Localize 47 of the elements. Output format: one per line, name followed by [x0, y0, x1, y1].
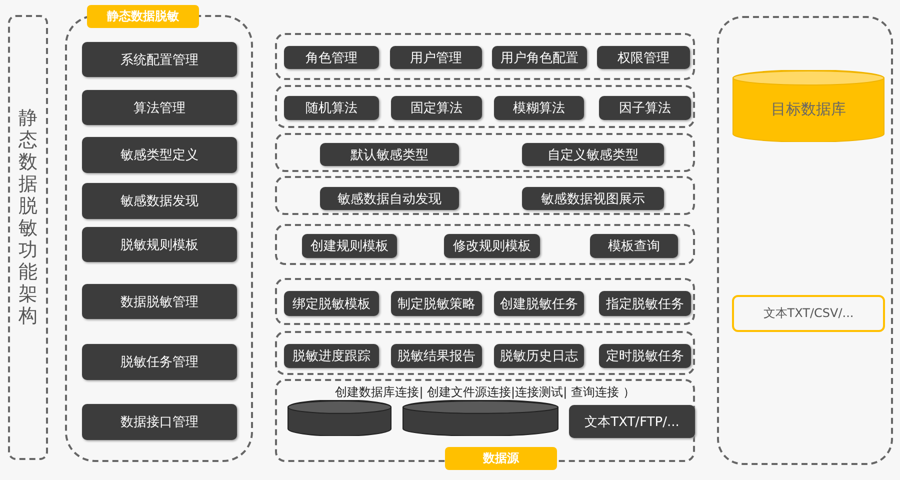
module-box: 脱敏进度跟踪 — [284, 344, 379, 368]
module-box: 敏感类型定义 — [82, 137, 237, 173]
module-box: 脱敏任务管理 — [82, 344, 237, 380]
module-box: 绑定脱敏模板 — [284, 291, 379, 316]
module-box: 脱敏历史日志 — [494, 344, 584, 368]
vertical-title: 静态数据脱敏功能架构 — [18, 107, 38, 327]
dashed-panel — [275, 278, 695, 325]
module-box: 敏感数据自动发现 — [320, 187, 459, 210]
dashed-panel — [275, 176, 695, 215]
module-box: 用户角色配置 — [492, 46, 587, 69]
dashed-panel — [275, 331, 695, 375]
module-box: 固定算法 — [391, 96, 482, 120]
module-box: 制定脱敏策略 — [391, 291, 482, 316]
module-box: 指定脱敏任务 — [599, 291, 691, 316]
module-box: 脱敏结果报告 — [391, 344, 482, 368]
module-box: 随机算法 — [284, 96, 379, 120]
module-box: 修改规则模板 — [444, 234, 540, 258]
module-box: 默认敏感类型 — [320, 143, 459, 166]
section-tag: 静态数据脱敏 — [87, 5, 199, 28]
module-box: 文本TXT/FTP/... — [569, 405, 695, 438]
module-box: 角色管理 — [284, 46, 379, 69]
module-box: 权限管理 — [597, 46, 690, 69]
module-box: 定时脱敏任务 — [599, 344, 691, 368]
module-box: 数据脱敏管理 — [82, 284, 237, 319]
module-box: 自定义敏感类型 — [522, 143, 664, 166]
dashed-panel — [275, 133, 695, 172]
dashed-panel — [275, 85, 695, 128]
dashed-panel — [275, 224, 695, 265]
side-panel — [8, 15, 48, 460]
section-tag: 数据源 — [445, 447, 557, 470]
cylinder-label: 目标数据库 — [770, 100, 847, 119]
module-box: 因子算法 — [599, 96, 691, 120]
module-box: 创建脱敏任务 — [494, 291, 584, 316]
module-box: 模板查询 — [590, 234, 678, 258]
module-box: 模糊算法 — [494, 96, 584, 120]
module-box: 算法管理 — [82, 90, 237, 125]
module-box: 数据接口管理 — [82, 404, 237, 440]
panel-heading: 创建数据库连接| 创建文件源连接|连接测试| 查询连接 ） — [334, 384, 636, 401]
dashed-panel — [275, 33, 695, 80]
module-box: 脱敏规则模板 — [82, 227, 237, 262]
module-box: 用户管理 — [390, 46, 482, 69]
target-box: 文本TXT/CSV/... — [732, 295, 885, 332]
module-box: 创建规则模板 — [302, 234, 397, 258]
module-box: 敏感数据视图展示 — [522, 187, 664, 210]
module-box: 系统配置管理 — [82, 42, 237, 77]
module-box: 敏感数据发现 — [82, 183, 237, 219]
dashed-panel — [717, 16, 893, 465]
